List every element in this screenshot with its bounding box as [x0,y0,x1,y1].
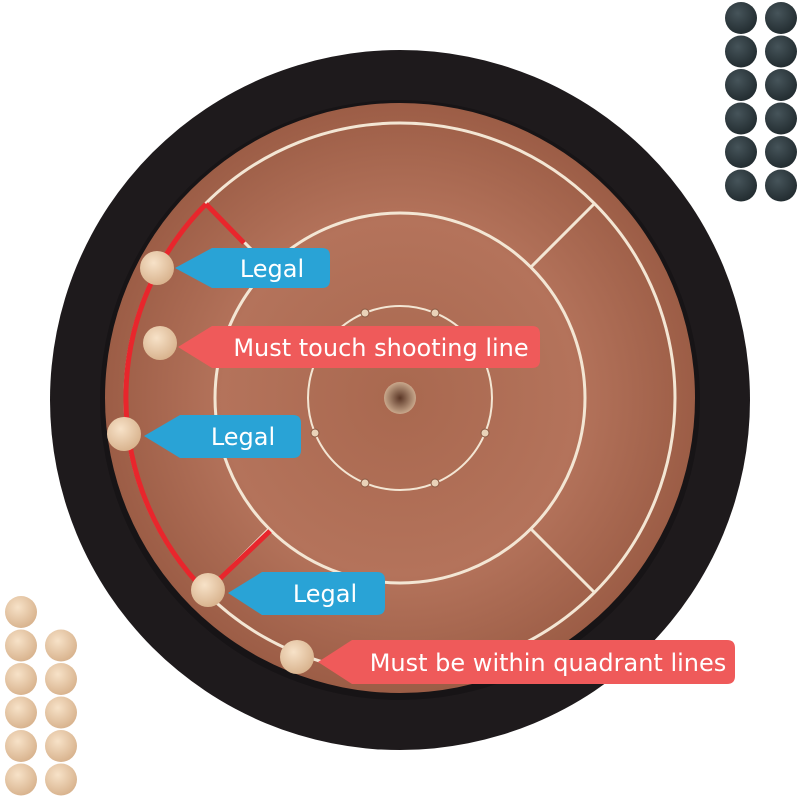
callout-legal-lower: Legal [228,572,385,615]
light-disc [45,763,77,796]
light-disc [5,629,37,662]
disc-illegal-touch [143,326,177,360]
dark-disc [765,69,797,101]
dark-discs-stack [725,2,797,202]
light-disc [45,730,77,762]
dark-disc [725,35,757,68]
center-hole [384,382,416,414]
dark-disc [725,2,757,34]
dark-disc [725,102,757,135]
callout-legal-upper-text: Legal [240,255,304,283]
disc-illegal-quadrant [280,640,314,674]
callout-legal-middle: Legal [144,415,301,458]
light-disc [5,730,37,762]
dark-disc [765,2,797,34]
middle-ring [213,211,587,585]
light-disc [45,629,77,662]
callout-illegal-touch-text: Must touch shooting line [233,334,528,362]
callout-illegal-quadrant: Must be within quadrant lines [318,640,735,684]
light-disc [45,663,77,695]
disc-legal-middle [107,417,141,451]
dark-disc [765,136,797,168]
light-disc [5,663,37,695]
quadrant-highlight-top [204,202,246,245]
light-disc [45,696,77,729]
pegs [310,308,490,488]
shooting-line-highlight [123,202,208,594]
disc-legal-lower [191,573,225,607]
light-disc [5,596,37,628]
callout-legal-middle-text: Legal [211,423,275,451]
quadrant-line-ne [529,202,596,269]
quadrant-line-se [529,527,596,594]
dark-disc [725,136,757,168]
disc-legal-upper [140,251,174,285]
dark-disc [765,169,797,202]
callout-illegal-quadrant-text: Must be within quadrant lines [370,649,727,677]
callout-legal-lower-text: Legal [293,580,357,608]
dark-disc [725,169,757,202]
light-disc [5,763,37,796]
dark-disc [765,102,797,135]
inner-ring [307,305,493,491]
dark-disc [725,69,757,101]
dark-disc [765,35,797,68]
light-discs-stack [5,596,77,796]
light-disc [5,696,37,729]
callout-legal-upper: Legal [175,248,330,288]
callout-illegal-touch: Must touch shooting line [178,326,540,368]
